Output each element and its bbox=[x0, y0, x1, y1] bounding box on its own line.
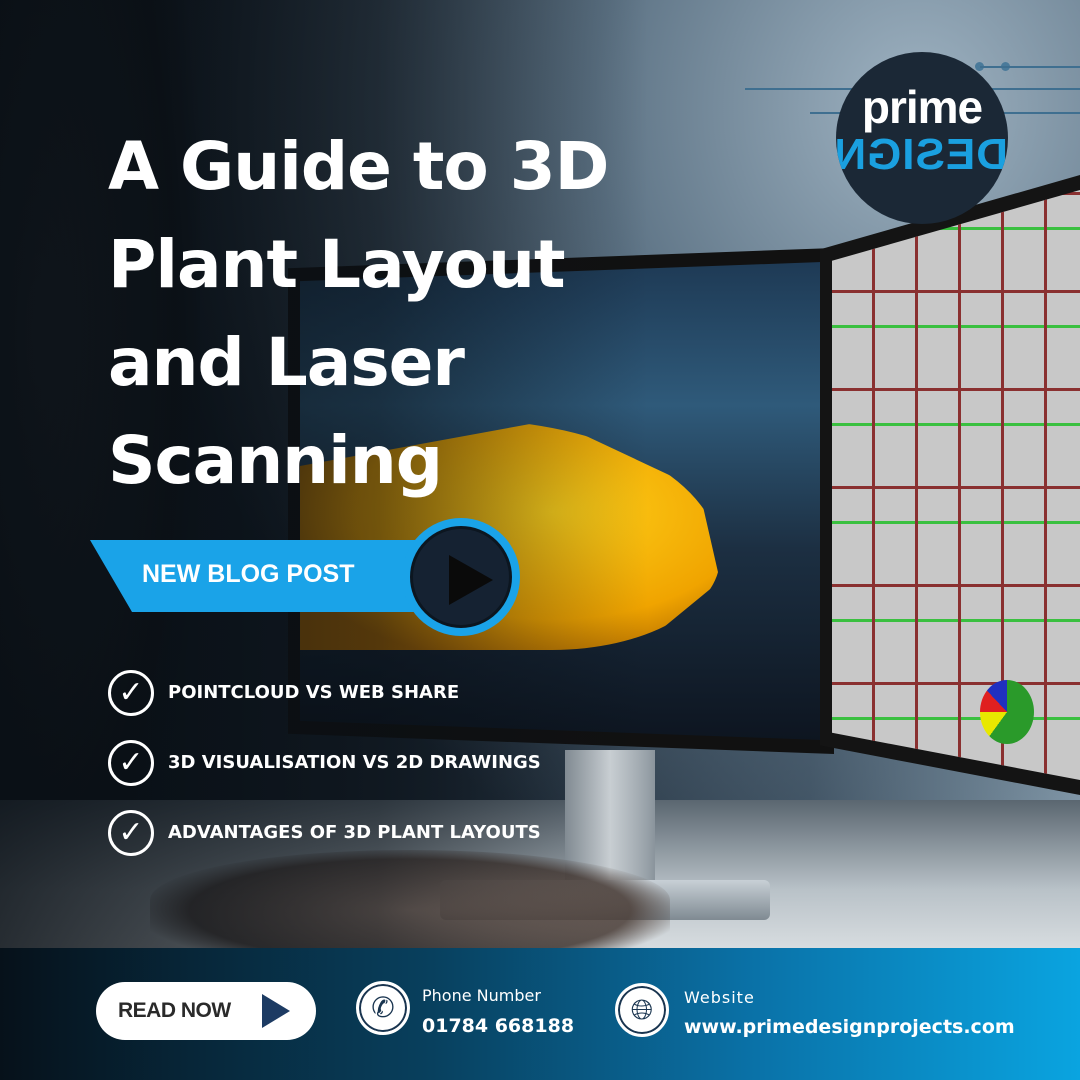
phone-number[interactable]: 01784 668188 bbox=[422, 1015, 575, 1037]
check-icon: ✓ bbox=[108, 740, 154, 786]
circuit-dot bbox=[975, 62, 984, 71]
check-icon: ✓ bbox=[108, 810, 154, 856]
checklist-item: 3D VISUALISATION VS 2D DRAWINGS bbox=[168, 752, 541, 773]
play-icon bbox=[449, 555, 493, 605]
arrow-icon bbox=[262, 994, 290, 1028]
title-line: Scanning bbox=[108, 422, 443, 499]
checklist-item: ADVANTAGES OF 3D PLANT LAYOUTS bbox=[168, 822, 541, 843]
prime-design-logo: prime DESIGN bbox=[836, 52, 1008, 224]
website-link[interactable]: www.primedesignprojects.com bbox=[684, 1016, 1015, 1038]
read-now-label: READ NOW bbox=[118, 999, 231, 1022]
globe-icon: 🌐︎ bbox=[615, 983, 669, 1037]
title-line: and Laser bbox=[108, 324, 465, 401]
website-label: Website bbox=[684, 988, 755, 1007]
banner-label: NEW BLOG POST bbox=[142, 560, 355, 588]
phone-icon: ✆ bbox=[356, 981, 410, 1035]
play-button[interactable] bbox=[402, 518, 520, 636]
title-line: Plant Layout bbox=[108, 226, 566, 303]
checklist-item: POINTCLOUD VS WEB SHARE bbox=[168, 682, 460, 703]
logo-text-prime: prime bbox=[861, 81, 983, 133]
read-now-button[interactable]: READ NOW bbox=[96, 982, 316, 1040]
title-line: A Guide to 3D bbox=[108, 128, 609, 205]
phone-label: Phone Number bbox=[422, 986, 541, 1005]
check-icon: ✓ bbox=[108, 670, 154, 716]
logo-text-design: DESIGN bbox=[836, 130, 1008, 179]
new-blog-post-banner: NEW BLOG POST bbox=[90, 540, 440, 612]
circuit-line bbox=[980, 66, 1080, 68]
page-title: A Guide to 3D Plant Layout and Laser Sca… bbox=[108, 118, 609, 510]
